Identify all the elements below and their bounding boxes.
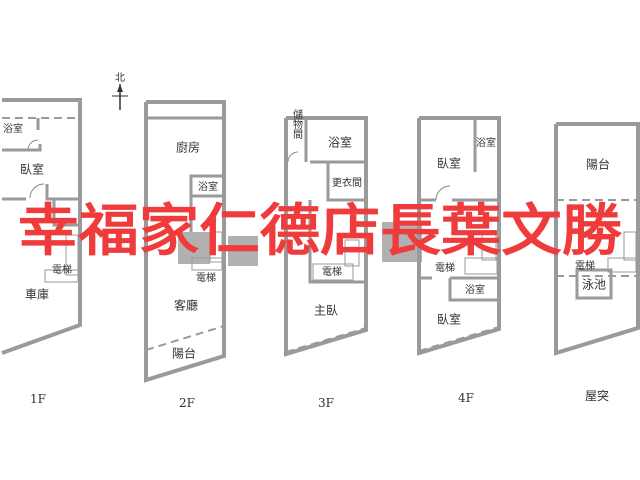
floor-plan-3f: 儲物間 浴室 更衣間 電梯 主臥 3F [284, 109, 368, 410]
floor-plan-4f: 臥室 浴室 電梯 浴室 臥室 4F [417, 116, 501, 405]
background-logo [178, 222, 422, 266]
room-label: 臥室 [20, 162, 44, 177]
room-label: 臥室 [437, 156, 461, 171]
floor-label-roof: 屋突 [585, 388, 609, 403]
room-label: 車庫 [25, 288, 49, 302]
room-label: 更衣間 [332, 176, 362, 189]
room-label: 廚房 [176, 140, 200, 155]
room-label: 客廳 [174, 298, 198, 313]
room-label: 電梯 [322, 265, 342, 278]
room-label: 臥室 [437, 312, 461, 327]
north-arrow-icon: 北 [112, 72, 128, 110]
room-label: 電梯 [435, 261, 455, 274]
room-label: 浴室 [465, 283, 485, 296]
floor-plan-roof: 陽台 電梯 泳池 屋突 [554, 122, 640, 403]
floor-label-2f: 2F [179, 396, 195, 410]
floor-label-3f: 3F [318, 396, 334, 410]
room-label: 電梯 [196, 271, 216, 284]
room-label: 電梯 [52, 263, 72, 276]
room-label: 浴室 [476, 136, 496, 149]
floor-plan-1f: 浴室 臥室 電梯 車庫 1F [1, 98, 82, 406]
room-label: 浴室 [198, 180, 218, 193]
room-label: 儲物間 [291, 109, 303, 140]
room-label: 電梯 [575, 259, 595, 272]
room-label: 浴室 [3, 122, 23, 135]
floor-label-1f: 1F [30, 392, 46, 406]
room-label: 陽台 [586, 157, 610, 172]
north-label: 北 [115, 72, 125, 84]
floor-label-4f: 4F [458, 391, 474, 405]
pool-label: 泳池 [582, 278, 606, 292]
room-label: 陽台 [172, 346, 196, 361]
room-label: 浴室 [328, 135, 352, 150]
floor-plan-2f: 廚房 浴室 電梯 客廳 陽台 2F [144, 100, 226, 410]
room-label: 主臥 [314, 304, 338, 318]
watermark-text: 幸福家仁德店長葉文勝 [18, 199, 623, 264]
